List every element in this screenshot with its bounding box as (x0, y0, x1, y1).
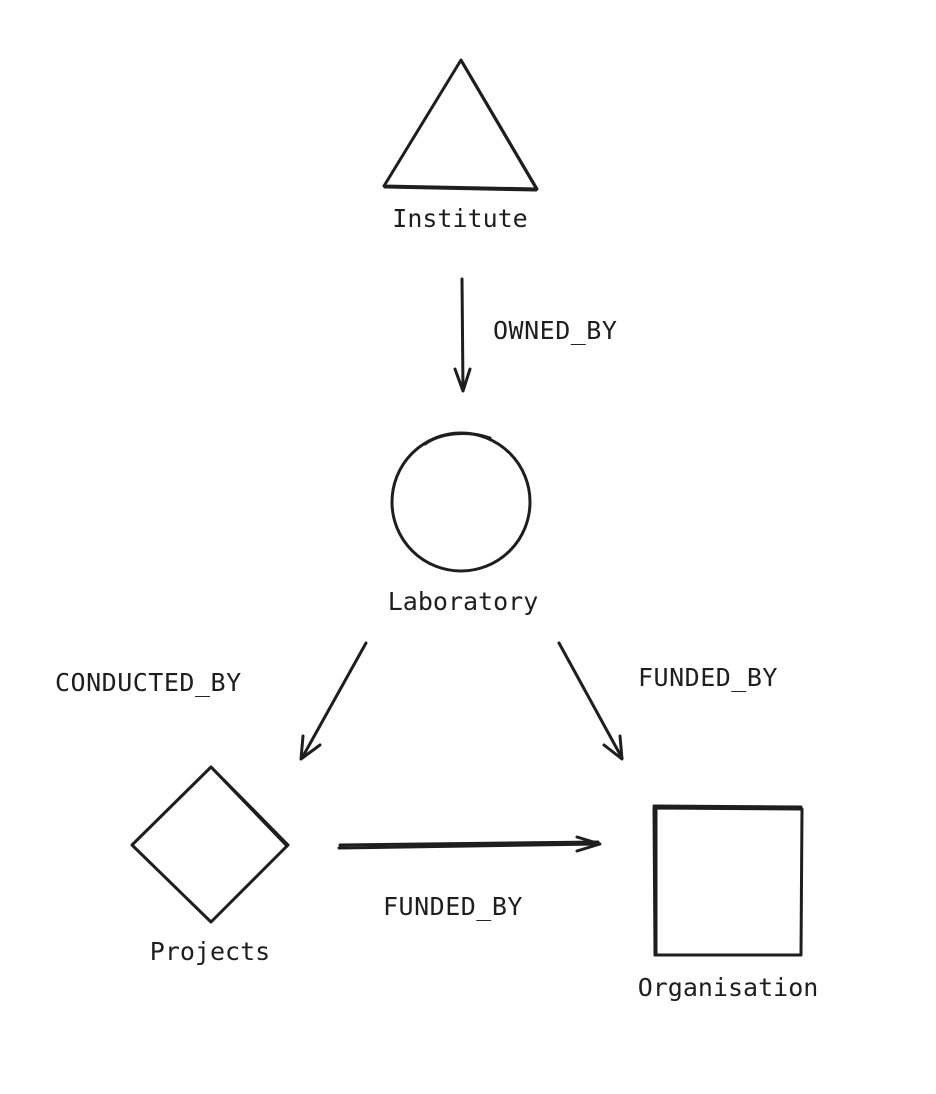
circle-shape (390, 431, 532, 573)
institute-node[interactable] (382, 58, 539, 192)
arrow-line-sketch (338, 840, 600, 847)
arrow-line (557, 641, 624, 760)
triangle-sketch-stroke (383, 60, 538, 192)
arrowhead (602, 734, 624, 761)
square-sketch-stroke (652, 804, 803, 955)
edge-label-conducted-by: CONDUCTED_BY (55, 668, 242, 697)
edge-label-owned-by: OWNED_BY (493, 316, 617, 345)
edge-funded-by-projects[interactable] (337, 835, 602, 853)
edge-funded-by-laboratory[interactable] (557, 641, 624, 761)
organisation-label: Organisation (638, 973, 819, 1002)
organisation-node[interactable] (652, 804, 804, 957)
projects-node[interactable] (130, 765, 290, 924)
edge-owned-by[interactable] (453, 277, 472, 393)
triangle-shape (382, 58, 539, 191)
arrowhead (453, 367, 472, 393)
institute-label: Institute (392, 204, 527, 233)
laboratory-label: Laboratory (388, 587, 539, 616)
square-shape (652, 806, 804, 957)
edge-conducted-by[interactable] (299, 641, 368, 761)
arrow-line (300, 641, 368, 760)
diamond-shape (130, 765, 290, 924)
diamond-sketch-stroke (210, 766, 289, 848)
laboratory-node[interactable] (390, 431, 532, 573)
edge-label-funded-by-projects: FUNDED_BY (383, 892, 523, 921)
circle-sketch-stroke (423, 432, 492, 446)
arrow-line (337, 842, 601, 850)
projects-label: Projects (150, 937, 270, 966)
edge-label-funded-by-laboratory: FUNDED_BY (638, 663, 778, 692)
arrow-line (460, 277, 465, 392)
arrowhead (299, 734, 322, 761)
arrowhead (575, 835, 602, 853)
